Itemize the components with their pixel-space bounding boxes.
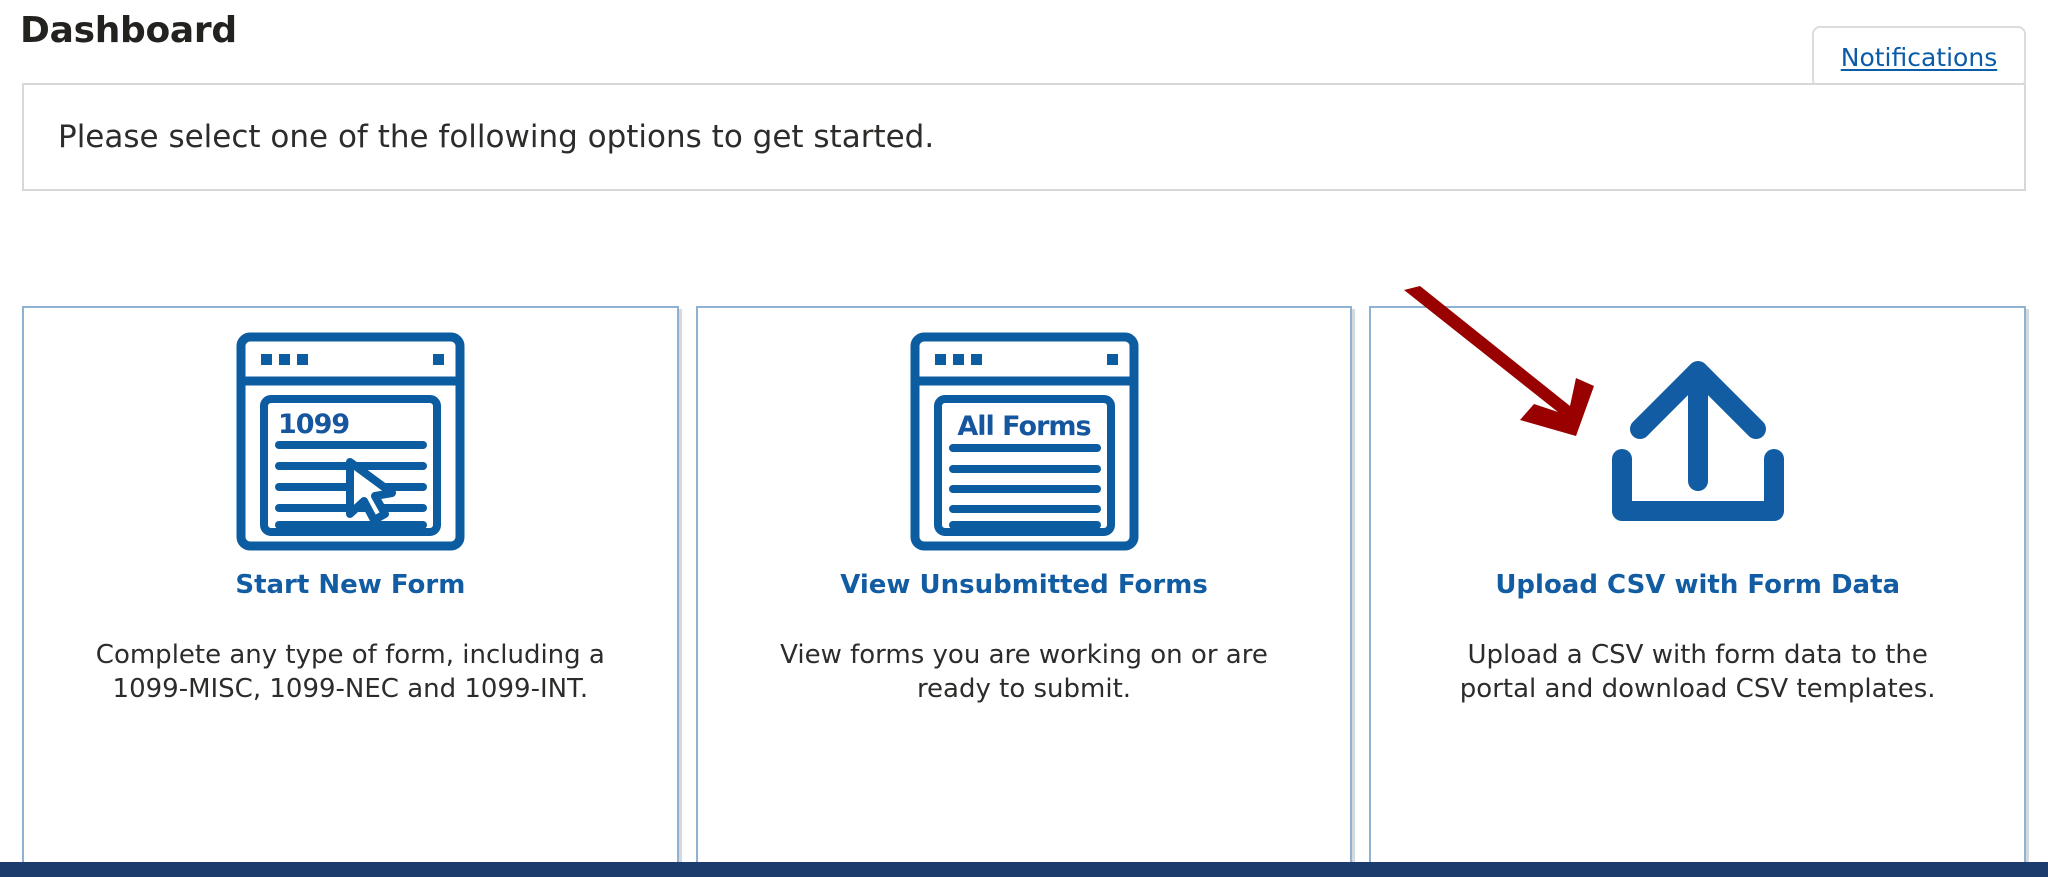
svg-text:All Forms: All Forms [957,411,1090,442]
card-icon-container: 1099 [233,316,468,566]
card-description-view-unsubmitted-forms: View forms you are working on or are rea… [780,640,1268,705]
instructions-panel: Please select one of the following optio… [22,83,2026,191]
option-cards-row: 1099 Start New Form Complete any type of… [22,306,2027,864]
cursor-pointer-icon [345,457,396,524]
instructions-text: Please select one of the following optio… [58,119,935,155]
page-header: Dashboard Notifications [0,0,2048,90]
form-1099-window-icon: 1099 [236,332,465,550]
card-description-start-new-form: Complete any type of form, including a 1… [95,640,605,705]
upload-tray-icon [1611,361,1784,521]
card-title-view-unsubmitted-forms: View Unsubmitted Forms [840,570,1208,600]
notifications-link-label[interactable]: Notifications [1840,42,1998,72]
card-title-upload-csv: Upload CSV with Form Data [1495,570,1901,600]
card-description-upload-csv: Upload a CSV with form data to the porta… [1459,640,1936,705]
card-title-start-new-form: Start New Form [235,570,466,600]
card-upload-csv[interactable]: Upload CSV with Form Data Upload a CSV w… [1369,306,2027,864]
card-start-new-form[interactable]: 1099 Start New Form Complete any type of… [22,306,679,864]
card-view-unsubmitted-forms[interactable]: All Forms View Unsubmitted Forms View fo… [695,306,1353,864]
all-forms-window-icon: All Forms [910,332,1138,550]
svg-text:1099: 1099 [278,409,349,440]
notifications-button[interactable]: Notifications [1812,26,2026,88]
card-icon-container: All Forms [907,316,1142,566]
page-title: Dashboard [20,10,237,51]
footer-bar [0,862,2048,877]
card-icon-container [1598,316,1798,566]
